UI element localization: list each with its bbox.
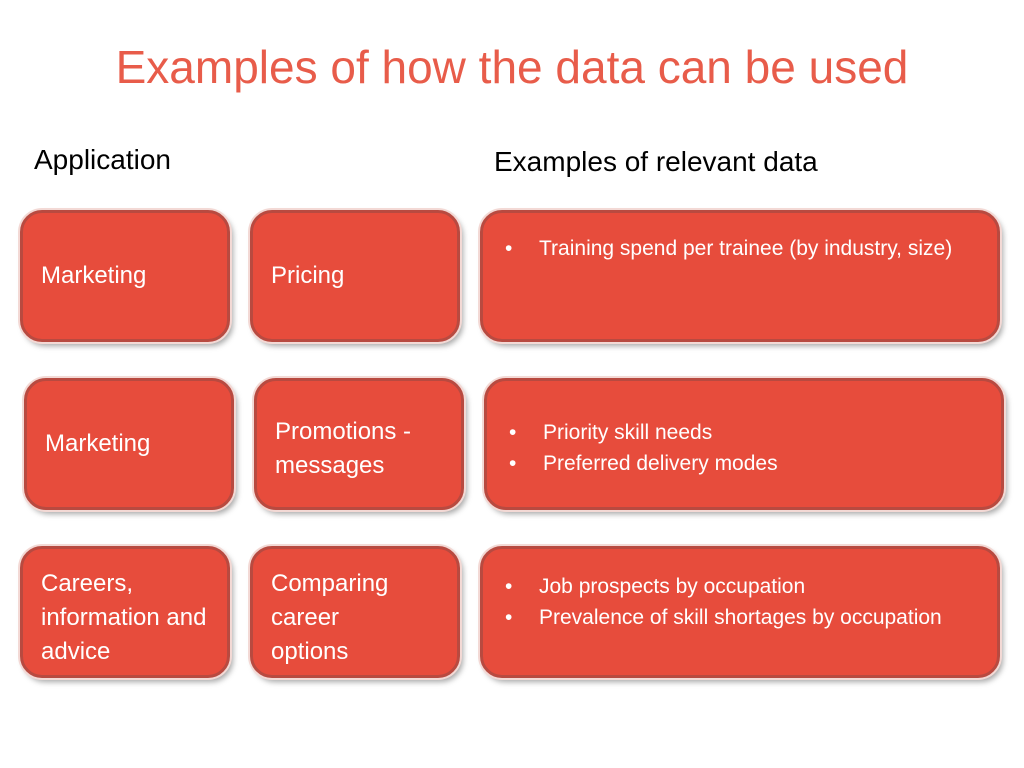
use-box-row-1: Pricing — [250, 210, 460, 342]
application-label: Marketing — [45, 430, 151, 457]
examples-box-row-1: Training spend per trainee (by industry,… — [480, 210, 1000, 342]
examples-list: Priority skill needs Preferred delivery … — [507, 417, 985, 479]
application-column-heading: Application — [34, 144, 171, 175]
application-box-row-2: Marketing — [24, 378, 234, 510]
examples-column-heading: Examples of relevant data — [494, 146, 818, 177]
use-label: Promotions - messages — [275, 418, 412, 479]
example-item: Priority skill needs — [507, 417, 985, 448]
application-label: Careers, information and advice — [41, 570, 207, 665]
use-box-row-3: Comparing career options — [250, 546, 460, 678]
examples-box-row-2: Priority skill needs Preferred delivery … — [484, 378, 1004, 510]
example-item: Prevalence of skill shortages by occupat… — [503, 602, 981, 633]
use-label: Comparing career options — [271, 570, 389, 665]
example-item: Job prospects by occupation — [503, 571, 981, 602]
application-box-row-3: Careers, information and advice — [20, 546, 230, 678]
slide-title: Examples of how the data can be used — [115, 41, 909, 93]
examples-list: Job prospects by occupation Prevalence o… — [503, 571, 981, 633]
example-item: Preferred delivery modes — [507, 448, 985, 479]
example-item: Training spend per trainee (by industry,… — [503, 233, 981, 264]
examples-box-row-3: Job prospects by occupation Prevalence o… — [480, 546, 1000, 678]
application-label: Marketing — [41, 262, 147, 289]
use-label: Pricing — [271, 262, 345, 289]
application-box-row-1: Marketing — [20, 210, 230, 342]
use-box-row-2: Promotions - messages — [254, 378, 464, 510]
examples-list: Training spend per trainee (by industry,… — [503, 233, 981, 264]
